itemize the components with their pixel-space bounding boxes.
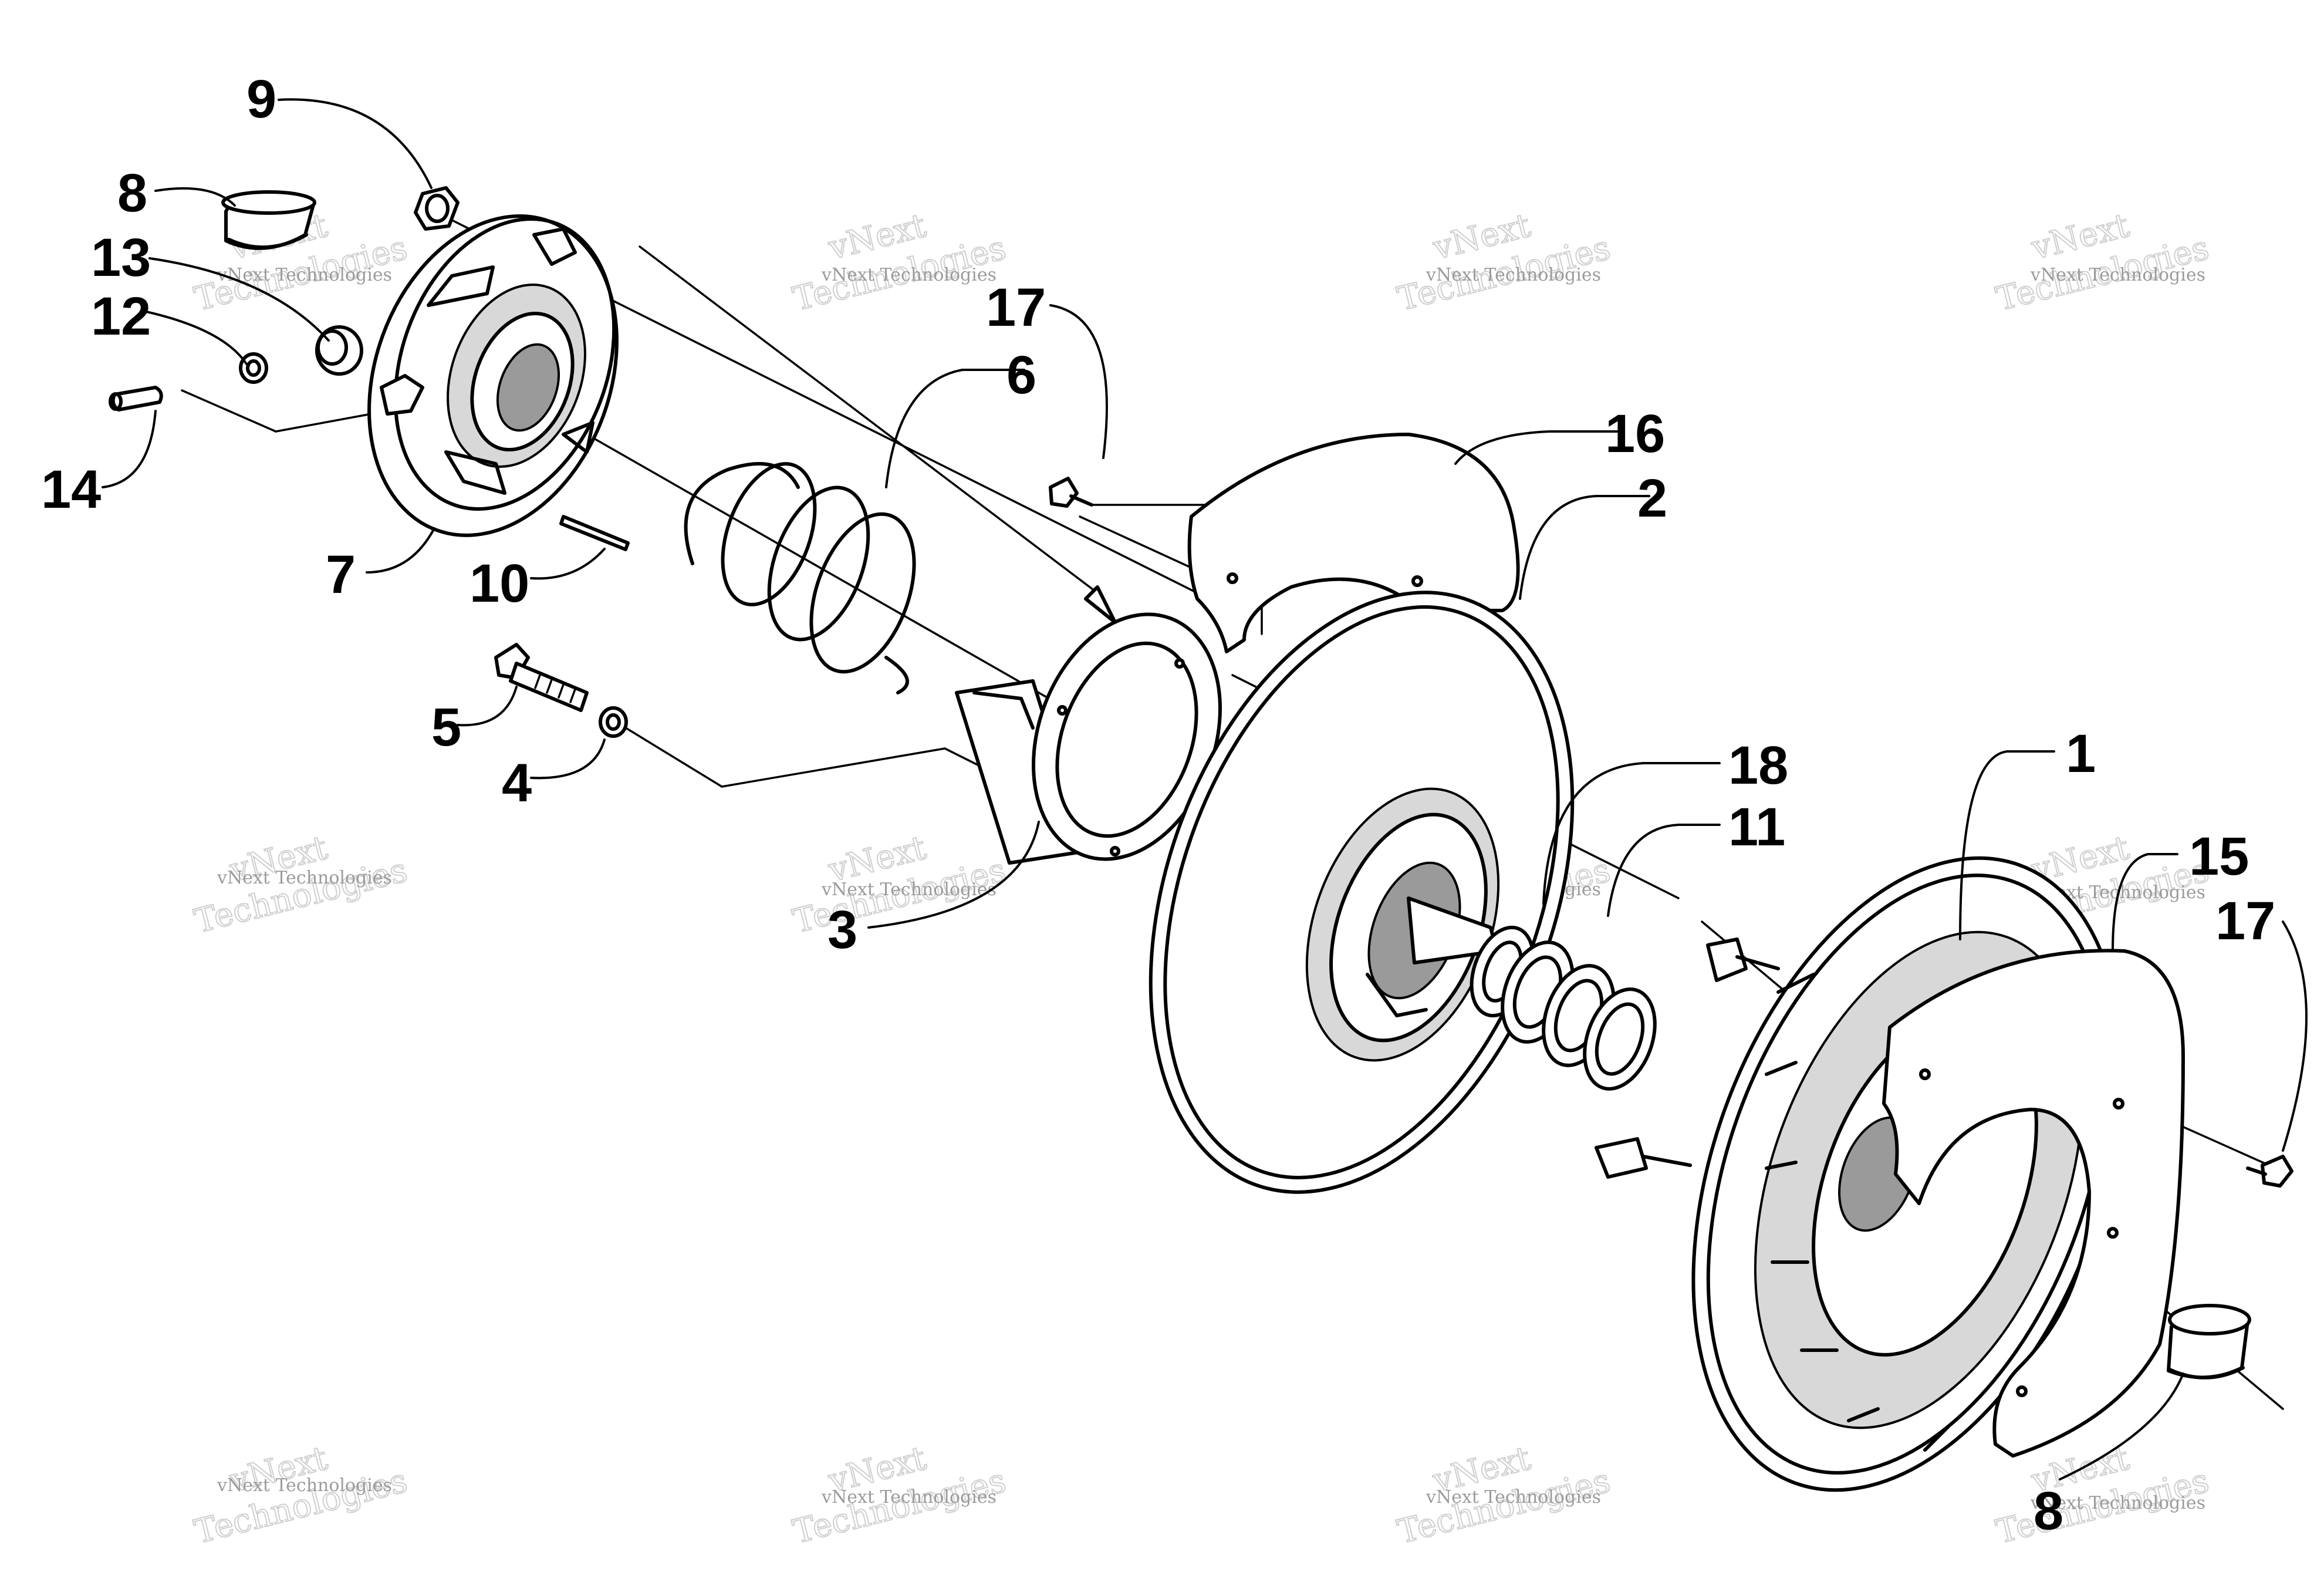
callout-labels: 9 8 13 12 14 7 10 6 17 16 2 5 4 3 18 11 … — [41, 69, 2275, 1541]
callout-5: 5 — [431, 697, 461, 757]
part-10-pin — [559, 515, 630, 551]
part-8-bushing-lower — [2167, 1304, 2251, 1380]
watermark-text: vNext Technologies — [821, 265, 997, 285]
part-12-washer — [239, 352, 268, 384]
watermark-text: vNext Technologies — [821, 1487, 997, 1508]
part-17-screw-lower — [2246, 1155, 2293, 1188]
watermark-text: vNext Technologies — [1426, 265, 1601, 285]
callout-15: 15 — [2189, 827, 2249, 886]
callout-6: 6 — [1006, 345, 1036, 405]
part-7-cover-plate — [367, 214, 619, 537]
part-4-washer — [599, 706, 628, 738]
callout-9: 9 — [246, 69, 276, 129]
watermark: vNext Technologies — [1393, 206, 1614, 319]
watermark-text: vNext Technologies — [821, 879, 997, 900]
part-8-bushing-upper — [221, 190, 316, 250]
part-9-nut — [414, 186, 460, 231]
part-15-shield-lower — [1882, 949, 2185, 1458]
callout-3: 3 — [827, 900, 857, 960]
callout-14: 14 — [41, 460, 101, 520]
callout-8-upper: 8 — [117, 163, 147, 223]
watermark-text: vNext Technologies — [2030, 265, 2205, 285]
callout-13: 13 — [91, 228, 151, 288]
part-17-screw-upper — [1049, 477, 1093, 508]
callout-11: 11 — [1728, 797, 1785, 857]
callout-17-upper: 17 — [986, 278, 1046, 338]
watermark: vNext Technologies — [789, 206, 1010, 319]
part-6-spring — [684, 462, 916, 694]
watermark-text: vNext Technologies — [2030, 1493, 2205, 1513]
watermark-text: vNext Technologies — [217, 868, 392, 888]
callout-16: 16 — [1605, 404, 1665, 464]
callout-17-lower: 17 — [2215, 891, 2275, 951]
part-3-cam-helix — [955, 585, 1222, 865]
watermark-text: vNext Technologies — [217, 265, 392, 285]
callout-1: 1 — [2066, 724, 2096, 784]
watermark-text: vNext Technologies — [217, 1475, 392, 1496]
watermark: vNext Technologies — [1992, 206, 2213, 319]
callout-2: 2 — [1637, 468, 1667, 528]
callout-8-lower: 8 — [2034, 1481, 2063, 1541]
callout-12: 12 — [91, 286, 151, 346]
callout-7: 7 — [326, 545, 356, 605]
leader-lines — [102, 98, 2308, 1481]
watermark-text: vNext Technologies — [1426, 1487, 1601, 1508]
part-11-spacers — [1501, 940, 1657, 1091]
callout-4: 4 — [502, 753, 532, 813]
part-14-pin — [109, 386, 163, 412]
part-2-fixed-sheave — [1149, 591, 1575, 1194]
watermark: vNext Technologies — [789, 828, 1010, 942]
callout-10: 10 — [469, 554, 529, 613]
callout-18: 18 — [1728, 736, 1788, 795]
part-5-bolt — [494, 643, 589, 712]
